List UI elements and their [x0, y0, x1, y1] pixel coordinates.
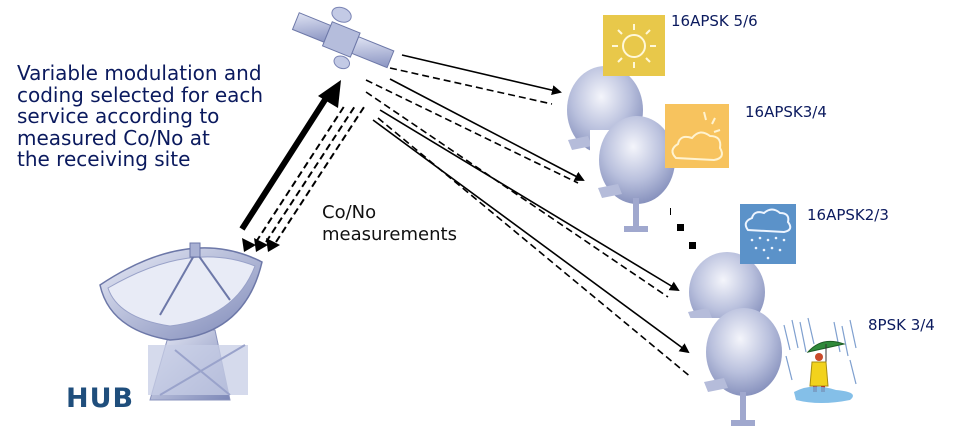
receive-dish-2 [590, 116, 675, 235]
sun-icon [603, 15, 665, 76]
measurements-label-line: measurements [322, 224, 457, 245]
description-line: service according to [17, 104, 220, 128]
hub-antenna [99, 242, 263, 401]
measurement-arrowheads [242, 238, 280, 252]
measurement-arrows [255, 103, 367, 243]
uplink-arrow [239, 90, 333, 231]
modcod-label-light-rain: 16APSK2/3 [807, 206, 889, 224]
person-umbrella-rain-icon [783, 317, 857, 403]
modcod-label-heavy-rain: 8PSK 3/4 [868, 316, 935, 334]
receive-dish-4 [690, 308, 782, 433]
satellite [291, 6, 395, 70]
measurements-label-line: Co/No [322, 202, 377, 223]
modcod-label-sunny: 16APSK 5/6 [671, 12, 758, 30]
feedback-dashed-lines [365, 67, 693, 379]
description-text: Variable modulation and coding selected … [17, 61, 297, 171]
uplink-arrowhead [318, 80, 341, 108]
description-line: Variable modulation and [17, 61, 262, 85]
downlink-arrows [372, 54, 690, 354]
sun-cloud-icon [665, 104, 729, 168]
description-line: the receiving site [17, 147, 191, 171]
modcod-label-partly-cloudy: 16APSK3/4 [745, 103, 827, 121]
hub-label: HUB [66, 383, 135, 414]
description-line: measured Co/No at [17, 125, 210, 150]
measurements-label: Co/No measurements [322, 202, 457, 246]
description-line: coding selected for each [17, 82, 264, 107]
rain-cloud-icon [740, 204, 796, 264]
